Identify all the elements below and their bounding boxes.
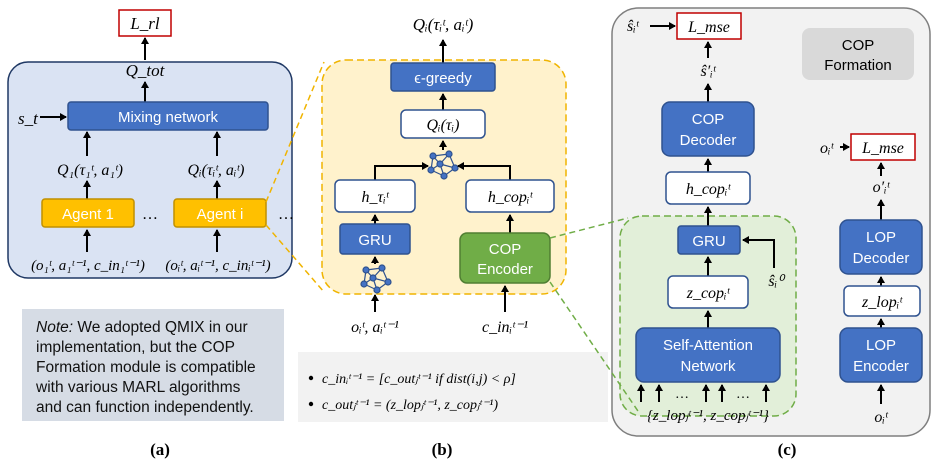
o-input-label: oᵢᵗ (874, 409, 889, 426)
gru-box-b (339, 223, 411, 255)
gru-label-b: GRU (358, 232, 391, 249)
inputs-ellipsis-2: … (736, 387, 750, 402)
neural-network-icon (427, 150, 459, 180)
panel-b: Qᵢ(τᵢᵗ, aᵢᵗ) ϵ-greedy Qᵢ(τᵢ) h_τᵢᵗ h_cop… (308, 15, 567, 459)
formula-bullet-1 (308, 375, 314, 381)
zoom-line-top (265, 61, 325, 203)
z-lop-box (843, 285, 921, 317)
egreedy-box (390, 62, 496, 92)
formula-2: c_outⱼᵗ⁻¹ = (z_lopⱼᵗ⁻¹, z_copⱼᵗ⁻¹) (322, 398, 498, 413)
cop-encoder-label-line1: COP (489, 241, 522, 258)
cop-encoder-label-line2: Encoder (477, 261, 533, 278)
loss-mse-lop-box (850, 133, 916, 161)
mixing-network-box (67, 101, 269, 131)
loss-rl-label: L_rl (129, 14, 160, 33)
self-attention-box (635, 327, 781, 383)
panel-a-background (7, 61, 293, 279)
cop-formation-title-box (802, 28, 914, 80)
gru-box-c (677, 225, 741, 255)
cop-decoder-label-line2: Decoder (680, 132, 737, 149)
arrow-htau-to-net (374, 162, 429, 180)
agents-ellipsis: … (142, 206, 158, 223)
inputs-ellipsis-1: … (675, 387, 689, 402)
arrow-shat0-to-gru (742, 236, 775, 268)
loss-mse-cop-label: L_mse (687, 19, 730, 36)
cop-decoder-label-line1: COP (692, 111, 725, 128)
arrow-hcop-to-net (457, 162, 511, 180)
h-tau-label: h_τᵢᵗ (362, 189, 390, 206)
zoom-line-bottom (265, 224, 325, 293)
lop-decoder-box (839, 219, 923, 275)
note-box: Note: We adopted QMIX in our implementat… (22, 309, 284, 421)
loss-rl-box (118, 9, 172, 37)
s-hat-zero-label: ŝᵢ⁰ (768, 273, 786, 290)
note-line-2: implementation, but the COP (36, 339, 236, 356)
o-prime-label: o′ᵢᵗ (873, 179, 891, 196)
cop-formation-title-line1: COP (842, 37, 875, 54)
obs-input-label: oᵢᵗ, aᵢᵗ⁻¹ (351, 319, 399, 336)
h-cop-label-c: h_copᵢᵗ (686, 181, 732, 198)
h-tau-box (334, 179, 416, 213)
formula-1: c_inᵢᵗ⁻¹ = [c_outⱼᵗ⁻¹ if dist(i,j) < ρ] (322, 372, 516, 387)
lop-encoder-label-line2: Encoder (853, 358, 909, 375)
o-t-label: oᵢᵗ (820, 140, 835, 157)
h-cop-label: h_copᵢᵗ (488, 189, 534, 206)
agent-1-box (41, 198, 135, 228)
formula-bullet-2 (308, 401, 314, 407)
attention-inputs-label: {z_lopⱼᵗ⁻¹, z_copⱼᵗ⁻¹} (647, 408, 769, 424)
mixing-network-label: Mixing network (118, 109, 219, 126)
note-prefix: Note: (36, 319, 74, 336)
note-line-1: We adopted QMIX in our (73, 319, 248, 336)
qi-tau-box (400, 109, 486, 139)
agent-1-input-label: (o₁ᵗ, a₁ᵗ⁻¹, c_in₁ᵗ⁻¹) (31, 258, 145, 274)
zoom-line-green-bottom (549, 281, 641, 415)
lop-decoder-label-line1: LOP (866, 229, 896, 246)
z-cop-box (667, 275, 749, 309)
lop-encoder-label-line1: LOP (866, 337, 896, 354)
caption-a: (a) (150, 440, 170, 459)
lop-decoder-label-line2: Decoder (853, 250, 910, 267)
s-hat-label: ŝᵢᵗ (627, 18, 640, 35)
cin-input-label: c_inᵢᵗ⁻¹ (482, 319, 528, 336)
self-attention-label-line2: Network (680, 358, 736, 375)
gru-label-c: GRU (692, 233, 725, 250)
panel-a: L_rl Q_tot Mixing network s_t Q₁(τ₁ᵗ, a₁… (7, 9, 294, 459)
s-hat-prime-label: ŝ′ᵢᵗ (701, 63, 717, 80)
zoom-line-green-top (549, 217, 629, 239)
qi-tau-label: Qᵢ(τᵢ) (427, 117, 460, 134)
note-line-5: and can function independently. (36, 399, 254, 416)
cop-formation-title-line2: Formation (824, 57, 892, 74)
agent-i-label: Agent i (197, 206, 244, 223)
h-cop-box-c (665, 171, 751, 205)
agent-i-input-label: (oᵢᵗ, aᵢᵗ⁻¹, c_inᵢᵗ⁻¹) (165, 258, 270, 274)
caption-c: (c) (778, 440, 797, 459)
lop-encoder-box (839, 327, 923, 383)
note-line-3: Formation module is compatible (36, 359, 256, 376)
z-lop-label: z_lopᵢᵗ (861, 294, 903, 311)
q1-label: Q₁(τ₁ᵗ, a₁ᵗ) (57, 162, 123, 179)
qi-label: Qᵢ(τᵢᵗ, aᵢᵗ) (188, 162, 245, 179)
cop-decoder-box (661, 101, 755, 157)
agent-1-label: Agent 1 (62, 206, 114, 223)
egreedy-label: ϵ-greedy (414, 70, 472, 87)
neural-network-icon-input (360, 264, 392, 294)
loss-mse-lop-label: L_mse (861, 140, 904, 157)
panel-c: COP Formation ŝᵢᵗ L_mse ŝ′ᵢᵗ COP Decoder… (619, 12, 923, 459)
note-line-4: with various MARL algorithms (36, 379, 241, 396)
h-cop-box (465, 179, 555, 213)
caption-b: (b) (432, 440, 453, 459)
loss-mse-cop-box (676, 12, 742, 40)
formula-box (298, 352, 608, 422)
q-tot-label: Q_tot (126, 61, 166, 80)
agent-i-box (173, 198, 267, 228)
q-output-label: Qᵢ(τᵢᵗ, aᵢᵗ) (413, 15, 474, 34)
state-label: s_t (18, 109, 39, 128)
self-attention-label-line1: Self-Attention (663, 337, 753, 354)
cop-encoder-box (459, 232, 551, 284)
z-cop-label: z_copᵢᵗ (686, 285, 731, 302)
agents-trailing-ellipsis: … (278, 206, 294, 223)
